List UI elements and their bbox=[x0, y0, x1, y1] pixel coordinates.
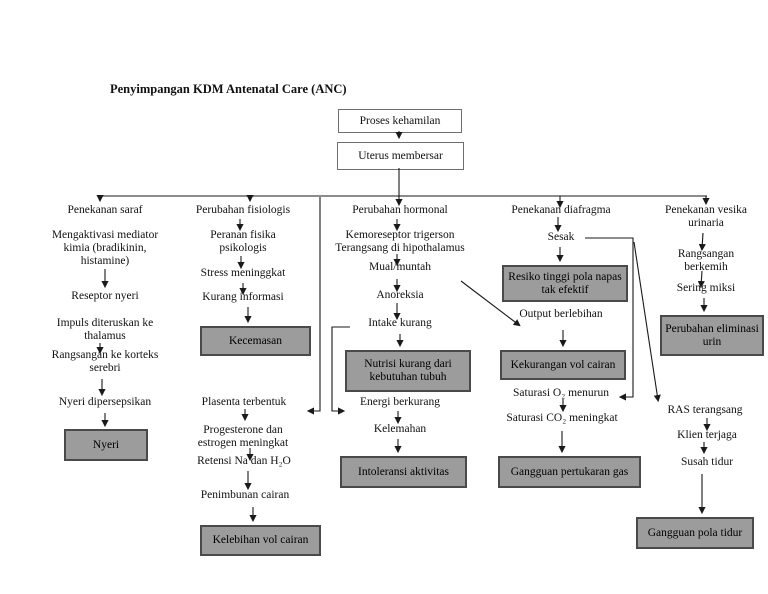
col4-sesak: Sesak bbox=[547, 231, 575, 243]
diagram-title: Penyimpangan KDM Antenatal Care (ANC) bbox=[110, 82, 347, 96]
col2-kurang-informasi: Kurang informasi bbox=[202, 291, 284, 303]
box-uterus-membesar: Uterus membersar bbox=[337, 142, 464, 170]
col5-ras-terangsang: RAS terangsang bbox=[667, 404, 743, 416]
col5-header: Penekanan vesika urinaria bbox=[664, 204, 748, 229]
col2-plasenta: Plasenta terbentuk bbox=[201, 396, 287, 408]
col1-nyeri-dipersepsikan: Nyeri dipersepsikan bbox=[58, 396, 152, 408]
box-proses-kehamilan: Proses kehamilan bbox=[338, 109, 462, 133]
col2-penimbunan: Penimbunan cairan bbox=[200, 489, 290, 501]
dx-perubahan-eliminasi-urin: Perubahan eliminasi urin bbox=[660, 315, 764, 356]
col3-intake-kurang: Intake kurang bbox=[368, 317, 432, 329]
col4-header: Penekanan diafragma bbox=[511, 204, 611, 216]
col3-header: Perubahan hormonal bbox=[352, 204, 448, 216]
dx-kelebihan-vol-cairan: Kelebihan vol cairan bbox=[200, 525, 321, 556]
col1-korteks-serebri: Rangsangan ke korteks serebri bbox=[51, 349, 159, 374]
col3-kemoreseptor: Kemoreseptor trigerson Terangsang di hip… bbox=[335, 229, 465, 254]
col1-impuls-thalamus: Impuls diteruskan ke thalamus bbox=[56, 317, 154, 342]
col3-anoreksia: Anoreksia bbox=[376, 289, 424, 301]
arrow-sesak-ras-diagonal bbox=[633, 241, 661, 403]
col1-mediator: Mengaktivasi mediator kimia (bradikinin,… bbox=[51, 229, 159, 267]
col5-sering-miksi: Sering miksi bbox=[676, 282, 736, 294]
col2-progesterone: Progesterone dan estrogen meningkat bbox=[197, 424, 289, 449]
col3-energi-berkurang: Energi berkurang bbox=[360, 396, 440, 408]
dx-resiko-pola-napas: Resiko tinggi pola napas tak efektif bbox=[502, 265, 628, 302]
col2-header: Perubahan fisiologis bbox=[195, 204, 291, 216]
col1-reseptor-nyeri: Reseptor nyeri bbox=[71, 290, 139, 302]
col4-output-berlebihan: Output berlebihan bbox=[519, 308, 603, 320]
col2-peranan: Peranan fisika psikologis bbox=[210, 229, 276, 254]
col5-klien-terjaga: Klien terjaga bbox=[677, 429, 737, 441]
col3-kelemahan: Kelemahan bbox=[373, 423, 427, 435]
col2-retensi: Retensi Na dan H₂O bbox=[197, 455, 291, 467]
col4-saturasi-co2: Saturasi CO₂ meningkat bbox=[506, 412, 618, 424]
col5-rangsangan-berkemih: Rangsangan berkemih bbox=[677, 248, 735, 273]
dx-gangguan-pertukaran-gas: Gangguan pertukaran gas bbox=[498, 456, 641, 488]
dx-nyeri: Nyeri bbox=[64, 429, 148, 461]
arrow-header5-rangsangan bbox=[698, 232, 706, 252]
dx-gangguan-pola-tidur: Gangguan pola tidur bbox=[636, 517, 754, 549]
dx-kekurangan-vol-cairan: Kekurangan vol cairan bbox=[500, 350, 626, 380]
col3-mual-muntah: Mual/muntah bbox=[369, 261, 431, 273]
col5-susah-tidur: Susah tidur bbox=[680, 456, 734, 468]
dx-nutrisi-kurang: Nutrisi kurang dari kebutuhan tubuh bbox=[345, 350, 471, 392]
col1-header: Penekanan saraf bbox=[67, 204, 143, 216]
dx-intoleransi-aktivitas: Intoleransi aktivitas bbox=[340, 456, 467, 488]
col2-stress: Stress meninggkat bbox=[200, 267, 286, 279]
col4-saturasi-o2: Saturasi O₂ menurun bbox=[513, 387, 609, 399]
connector-branch-to-plasenta bbox=[306, 197, 321, 415]
dx-kecemasan: Kecemasan bbox=[200, 326, 311, 356]
